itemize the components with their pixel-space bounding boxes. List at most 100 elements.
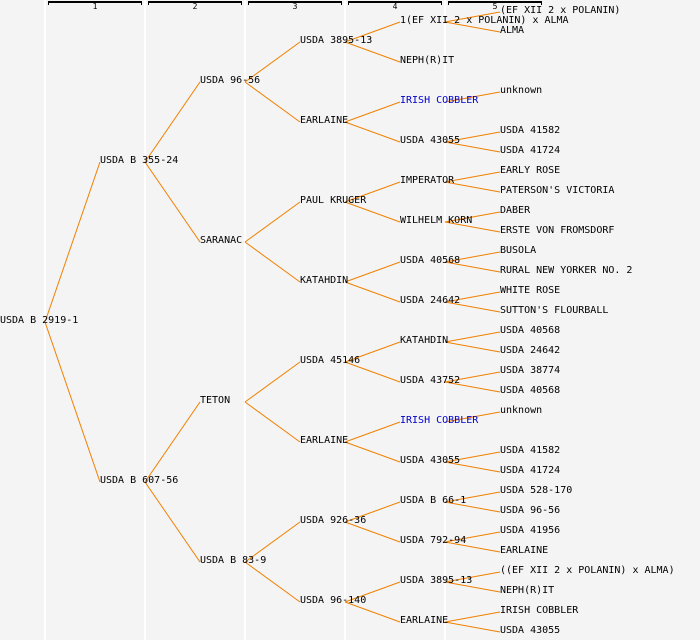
generation-header-4: 4 [392, 2, 398, 11]
generation-bracket [448, 1, 542, 5]
pedigree-node-gen-1: USDA B 355-24 [100, 155, 179, 166]
pedigree-connector [344, 101, 401, 123]
pedigree-node-gen-5: BUSOLA [500, 245, 537, 256]
pedigree-connector [344, 521, 401, 543]
column-separator [344, 0, 346, 640]
pedigree-connector [444, 141, 501, 153]
pedigree-node-gen-2: SARANAC [200, 235, 243, 246]
pedigree-connector [444, 21, 501, 33]
pedigree-node-gen-5: ((EF XII 2 x POLANIN) x ALMA) [500, 565, 675, 576]
pedigree-node-gen-5: USDA 41956 [500, 525, 561, 536]
pedigree-node-gen-4[interactable]: IRISH COBBLER [400, 415, 479, 426]
pedigree-connector [444, 531, 501, 543]
pedigree-node-gen-4: USDA 792-94 [400, 535, 467, 546]
pedigree-node-gen-5: USDA 40568 [500, 385, 561, 396]
pedigree-node-gen-5: ERSTE VON FROMSDORF [500, 225, 615, 236]
pedigree-connector [444, 411, 501, 423]
pedigree-node-gen-5: USDA 41724 [500, 465, 561, 476]
pedigree-node-gen-5: USDA 41724 [500, 145, 561, 156]
column-separator [444, 0, 446, 640]
pedigree-node-gen-5: USDA 528-170 [500, 485, 573, 496]
pedigree-node-gen-4: EARLAINE [400, 615, 449, 626]
pedigree-connector [444, 221, 501, 233]
pedigree-connector [444, 171, 501, 183]
pedigree-node-gen-5: USDA 24642 [500, 345, 561, 356]
column-separator [244, 0, 246, 640]
pedigree-node-gen-5: SUTTON'S FLOURBALL [500, 305, 609, 316]
pedigree-connector [444, 371, 501, 383]
column-separator [44, 0, 46, 640]
pedigree-connector [444, 461, 501, 473]
pedigree-node-gen-4: USDA B 66-1 [400, 495, 467, 506]
generation-header-5: 5 [492, 2, 498, 11]
pedigree-connector [444, 381, 501, 393]
pedigree-connector [444, 581, 501, 593]
pedigree-node-gen-4: USDA 40568 [400, 255, 461, 266]
pedigree-connector [144, 161, 201, 243]
generation-bracket [148, 1, 242, 5]
pedigree-connector [44, 161, 101, 323]
pedigree-connector [444, 331, 501, 343]
pedigree-connector [444, 341, 501, 353]
pedigree-node-gen-4: WILHELM KORN [400, 215, 473, 226]
generation-header-3: 3 [292, 2, 298, 11]
pedigree-node-gen-4: USDA 43055 [400, 455, 461, 466]
generation-bracket [248, 1, 342, 5]
pedigree-connector [444, 621, 501, 633]
generation-bracket [48, 1, 142, 5]
pedigree-connector [344, 21, 401, 43]
pedigree-node-gen-5: USDA 38774 [500, 365, 561, 376]
pedigree-connector [244, 241, 301, 283]
pedigree-node-gen-3: EARLAINE [300, 115, 349, 126]
pedigree-connector [144, 401, 201, 483]
pedigree-node-gen-5: ALMA [500, 25, 525, 36]
pedigree-connector [344, 421, 401, 443]
pedigree-node-gen-3: USDA 96-140 [300, 595, 367, 606]
pedigree-node-gen-5: EARLAINE [500, 545, 549, 556]
pedigree-node-gen-5: USDA 43055 [500, 625, 561, 636]
generation-header-1: 1 [92, 2, 98, 11]
pedigree-node-gen-2: USDA B 83-9 [200, 555, 267, 566]
pedigree-connector [444, 501, 501, 513]
pedigree-connector [444, 211, 501, 223]
pedigree-node-gen-2: USDA 96-56 [200, 75, 261, 86]
pedigree-connector [344, 41, 401, 63]
pedigree-node-gen-5: USDA 40568 [500, 325, 561, 336]
pedigree-node-gen-4: USDA 3895-13 [400, 575, 473, 586]
pedigree-node-gen-3: USDA 45146 [300, 355, 361, 366]
pedigree-node-gen-1: USDA B 607-56 [100, 475, 179, 486]
pedigree-connector [44, 321, 101, 483]
pedigree-connector [444, 261, 501, 273]
pedigree-node-gen-5: USDA 96-56 [500, 505, 561, 516]
pedigree-node-gen-3: KATAHDIN [300, 275, 349, 286]
pedigree-connector [444, 491, 501, 503]
pedigree-node-gen-4: 1(EF XII 2 x POLANIN) x ALMA [400, 15, 569, 26]
pedigree-connector [344, 201, 401, 223]
pedigree-node-gen-4: USDA 24642 [400, 295, 461, 306]
pedigree-connector [444, 251, 501, 263]
pedigree-node-gen-4: NEPH(R)IT [400, 55, 455, 66]
pedigree-connector [444, 131, 501, 143]
pedigree-connector [344, 281, 401, 303]
pedigree-connector [244, 81, 301, 123]
pedigree-node-gen-5: IRISH COBBLER [500, 605, 579, 616]
pedigree-node-gen-5: USDA 41582 [500, 445, 561, 456]
pedigree-connector [244, 41, 301, 83]
pedigree-connector [344, 181, 401, 203]
pedigree-node-gen-4[interactable]: IRISH COBBLER [400, 95, 479, 106]
pedigree-node-gen-2: TETON [200, 395, 231, 406]
pedigree-node-gen-4: IMPERATOR [400, 175, 455, 186]
pedigree-connector [444, 11, 501, 23]
pedigree-connector [444, 541, 501, 553]
pedigree-connector [344, 501, 401, 523]
pedigree-connector [444, 571, 501, 583]
pedigree-connector [244, 401, 301, 443]
pedigree-node-gen-3: PAUL KRUGER [300, 195, 367, 206]
pedigree-connector [144, 81, 201, 163]
pedigree-node-gen-3: USDA 3895-13 [300, 35, 373, 46]
pedigree-node-gen-5: RURAL NEW YORKER NO. 2 [500, 265, 633, 276]
pedigree-connector [244, 201, 301, 243]
pedigree-node-gen-5: unknown [500, 405, 543, 416]
